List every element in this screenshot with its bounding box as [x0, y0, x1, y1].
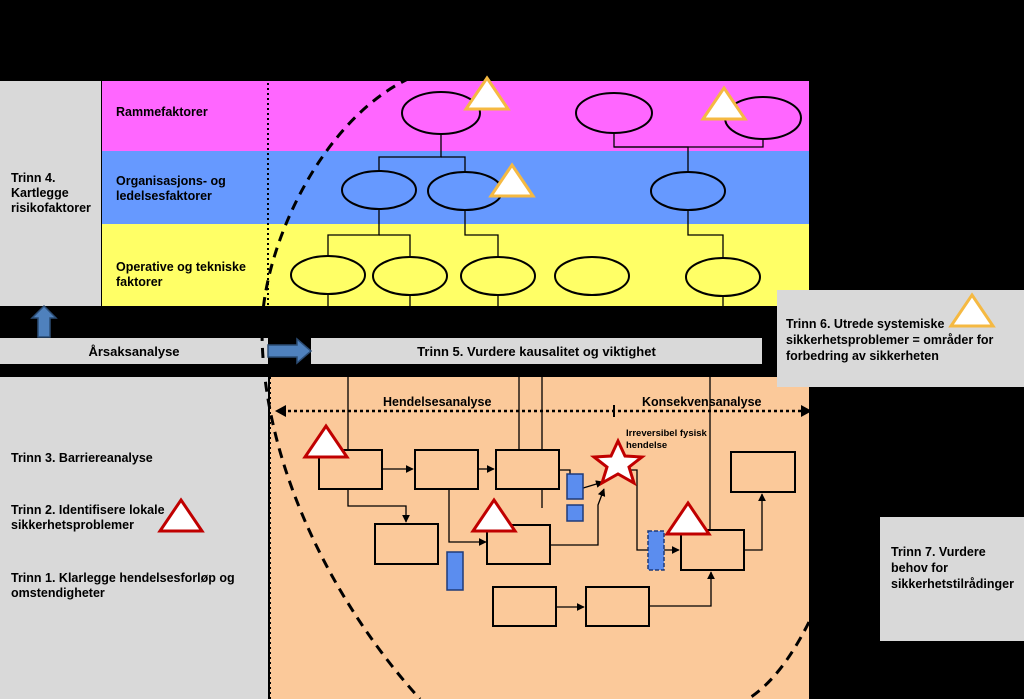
right-arrow	[267, 337, 313, 365]
trinn3-label: Trinn 3. Barriereanalyse	[11, 451, 153, 465]
trinn1-label: Trinn 1. Klarlegge hendelsesforløp og om…	[11, 571, 235, 600]
factor-node	[575, 92, 653, 134]
warning-triangle-red	[470, 497, 518, 533]
irreversible-event-star	[589, 437, 647, 487]
operative-label: Operative og tekniske faktorer	[116, 260, 246, 289]
vertical-links	[327, 294, 724, 530]
event-box	[492, 586, 557, 627]
arrow-right-head	[801, 405, 812, 417]
event-box	[414, 449, 479, 490]
barrier	[566, 473, 584, 500]
up-arrow	[30, 304, 58, 338]
barriers	[446, 473, 665, 591]
irreversibel-label: Irreversibel fysisk hendelse	[626, 428, 709, 451]
warning-triangle-red	[157, 497, 205, 533]
factor-node	[372, 256, 448, 296]
factor-node	[427, 171, 503, 211]
barrier	[446, 551, 464, 591]
trinn4-label: Trinn 4. Kartlegge risikofaktorer	[11, 171, 91, 215]
warning-triangle-red	[664, 500, 712, 536]
rammefaktorer-label: Rammefaktorer	[116, 105, 208, 119]
left-panel-bottom	[0, 377, 268, 699]
factor-node	[554, 256, 630, 296]
warning-triangle-yellow	[700, 85, 748, 121]
trinn7-box: Trinn 7. Vurdere behov for sikkerhetstil…	[880, 517, 1024, 641]
factor-node	[460, 256, 536, 296]
factor-node	[401, 91, 481, 135]
factor-node	[341, 170, 417, 210]
factor-node	[650, 171, 726, 211]
event-box	[495, 449, 560, 490]
factor-node	[685, 257, 761, 297]
dashed-circle-right	[747, 621, 811, 699]
event-box	[374, 523, 439, 565]
dashed-circle	[260, 76, 422, 699]
tree-connectors	[327, 133, 764, 258]
warning-triangle-yellow	[463, 75, 511, 111]
organisasjon-label: Organisasjons- og ledelsesfaktorer	[116, 174, 226, 203]
event-boxes	[318, 449, 796, 627]
warning-triangle-red	[302, 423, 350, 459]
factor-node	[290, 255, 366, 295]
warning-triangle-yellow	[948, 292, 996, 328]
band-operative	[102, 224, 809, 306]
event-box	[585, 586, 650, 627]
trinn2-label: Trinn 2. Identifisere lokale sikkerhetsp…	[11, 503, 165, 532]
warning-triangle-yellow	[488, 162, 536, 198]
trinn6-box: Trinn 6. Utrede systemiske sikkerhetspro…	[777, 290, 1024, 387]
event-arrows	[347, 465, 766, 611]
trinn5-bar: Trinn 5. Vurdere kausalitet og viktighet	[311, 338, 762, 364]
barrier-dashed	[647, 530, 665, 571]
event-box	[730, 451, 796, 493]
konsekvensanalyse-label: Konsekvensanalyse	[642, 395, 762, 409]
left-panel-top	[0, 81, 101, 306]
arsaksanalyse-bar: Årsaksanalyse	[0, 338, 268, 364]
event-box	[680, 529, 745, 571]
barrier	[566, 504, 584, 522]
hendelsesanalyse-label: Hendelsesanalyse	[383, 395, 491, 409]
arrow-left-head	[275, 405, 286, 417]
